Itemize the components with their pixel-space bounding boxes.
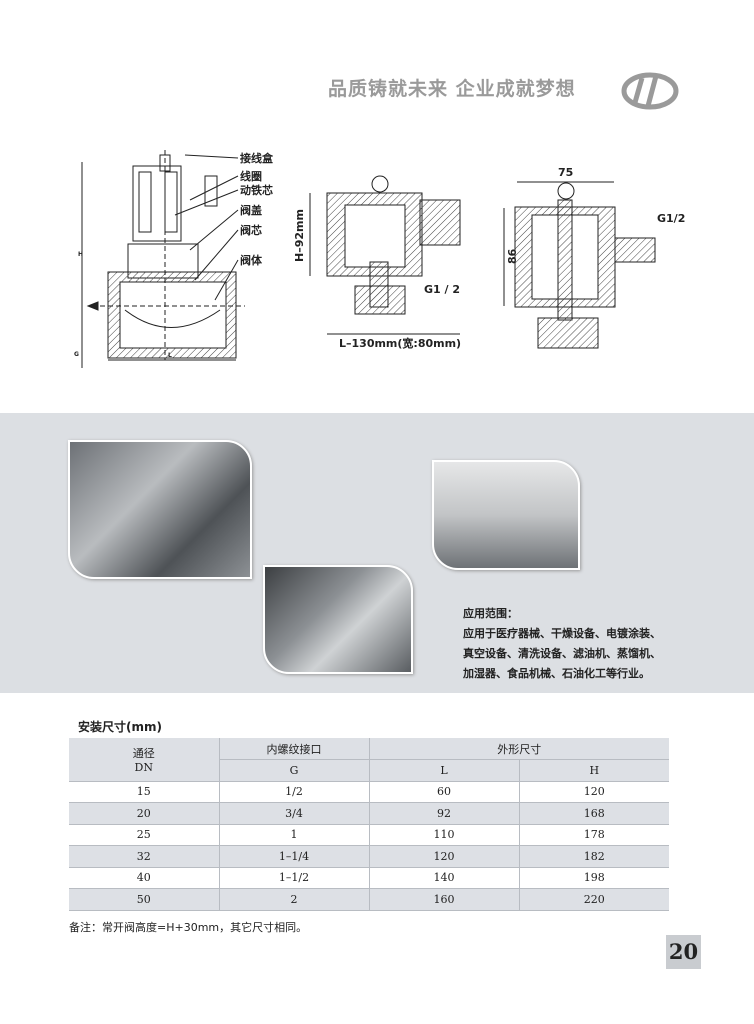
diagram-cross-section-1	[81, 150, 245, 368]
cell: 1–1/4	[219, 845, 370, 868]
label-valve-core: 阀芯	[240, 223, 262, 237]
label-plunger: 动铁芯	[240, 183, 273, 197]
cell: 1/2	[219, 781, 370, 803]
cell: 182	[519, 845, 669, 868]
application-title: 应用范围：	[463, 607, 518, 620]
cell: 40	[69, 867, 220, 889]
cell: 15	[69, 781, 220, 803]
cell: 1–1/2	[219, 867, 370, 889]
dim-height-86: 86	[506, 248, 519, 264]
table-note: 备注：常开阀高度=H+30mm，其它尺寸相同。	[69, 921, 308, 934]
cell: 178	[519, 824, 669, 846]
cell: 2	[219, 888, 370, 911]
cell: 120	[519, 781, 669, 803]
diagram-cross-section-2	[309, 175, 461, 335]
cell: 60	[369, 781, 520, 803]
application-line: 应用于医疗器械、干燥设备、电镀涂装、	[463, 627, 661, 640]
cell: 32	[69, 845, 220, 868]
header-outer: 外形尺寸	[369, 738, 669, 760]
label-coil: 线圈	[240, 169, 262, 183]
cell: 120	[369, 845, 520, 868]
cell: 50	[69, 888, 220, 911]
application-scope: 应用范围： 应用于医疗器械、干燥设备、电镀涂装、 真空设备、清洗设备、滤油机、蒸…	[463, 604, 661, 684]
dim-width-75: 75	[558, 166, 573, 179]
application-line: 加湿器、食品机械、石油化工等行业。	[463, 667, 650, 680]
cell: 25	[69, 824, 220, 846]
header-g: G	[219, 759, 370, 782]
cell: 110	[369, 824, 520, 846]
company-logo	[621, 72, 679, 110]
cell: 168	[519, 802, 669, 825]
label-bonnet: 阀盖	[240, 203, 262, 217]
thread-g12-3: G1/2	[657, 212, 685, 225]
header-h: H	[519, 759, 669, 782]
cell: 198	[519, 867, 669, 889]
dim-height-92: H–92mm	[293, 209, 306, 262]
valve-diagrams: 接线盒 线圈 动铁芯 阀盖 阀芯 阀体 H G L H–92mm L–130mm…	[74, 150, 685, 368]
table-title: 安装尺寸(mm)	[78, 720, 162, 734]
diagram-cross-section-3	[503, 181, 656, 349]
header-l: L	[369, 759, 520, 782]
dim-g: G	[74, 351, 79, 358]
photo-piping-2	[263, 565, 413, 674]
cell: 140	[369, 867, 520, 889]
page-number: 20	[666, 935, 701, 969]
slogan: 品质铸就未来 企业成就梦想	[328, 78, 576, 100]
thread-g12: G1 / 2	[424, 283, 460, 296]
dim-length-130: L–130mm(宽:80mm)	[339, 336, 461, 350]
label-junction-box: 接线盒	[240, 151, 274, 165]
cell: 20	[69, 802, 220, 825]
dim-h: H	[78, 251, 83, 258]
cell: 92	[369, 802, 520, 825]
cell: 220	[519, 888, 669, 911]
cell: 1	[219, 824, 370, 846]
photo-piping-1	[68, 440, 252, 579]
photo-piping-3	[432, 460, 580, 570]
cell: 3/4	[219, 802, 370, 825]
header-thread: 内螺纹接口	[219, 738, 370, 760]
label-valve-body: 阀体	[240, 253, 263, 267]
application-line: 真空设备、清洗设备、滤油机、蒸馏机、	[463, 647, 661, 660]
dim-l: L	[168, 352, 172, 359]
cell: 160	[369, 888, 520, 911]
